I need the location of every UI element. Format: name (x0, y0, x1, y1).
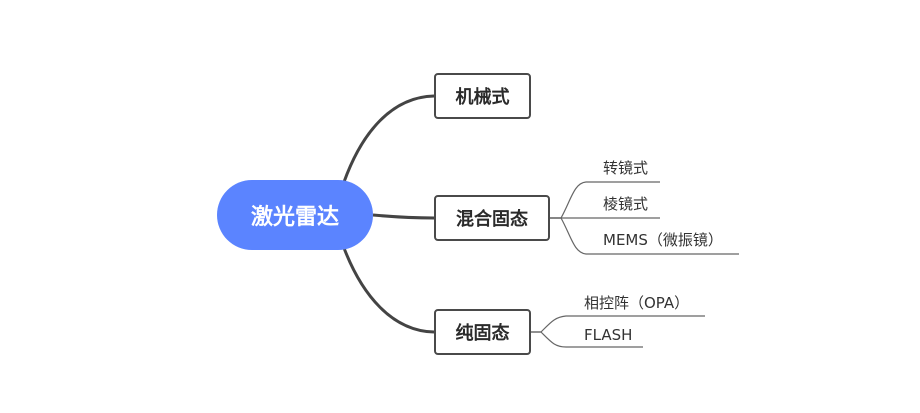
leaf-node-rotating-mirror[interactable]: 转镜式 (603, 159, 648, 177)
leaf-label: 转镜式 (603, 159, 649, 177)
branch-node-mechanical[interactable]: 机械式 (434, 73, 531, 119)
branch-label: 混合固态 (456, 209, 528, 230)
leaf-node-prism[interactable]: 棱镜式 (603, 195, 648, 213)
leaf-node-mems[interactable]: MEMS（微振镜） (603, 231, 723, 249)
connector-root-solid (342, 247, 435, 334)
branch-node-hybrid-solid-state[interactable]: 混合固态 (434, 195, 550, 241)
branch-label: 机械式 (455, 87, 510, 108)
root-node-label: 激光雷达 (250, 205, 339, 230)
leaf-label: 棱镜式 (603, 195, 649, 213)
connector-hybrid-mems (550, 217, 739, 255)
connector-root-mechanical (342, 94, 435, 183)
leaf-label: MEMS（微振镜） (603, 231, 723, 249)
branch-node-pure-solid-state[interactable]: 纯固态 (434, 309, 531, 355)
leaf-node-flash[interactable]: FLASH (584, 326, 632, 344)
branch-label: 纯固态 (455, 323, 510, 344)
leaf-node-opa[interactable]: 相控阵（OPA） (584, 294, 689, 312)
leaf-label: FLASH (584, 326, 633, 344)
connector-solid-flash (531, 331, 643, 348)
connector-root-hybrid (372, 213, 435, 220)
leaf-label: 相控阵（OPA） (584, 294, 690, 312)
root-node[interactable]: 激光雷达 (217, 180, 373, 250)
